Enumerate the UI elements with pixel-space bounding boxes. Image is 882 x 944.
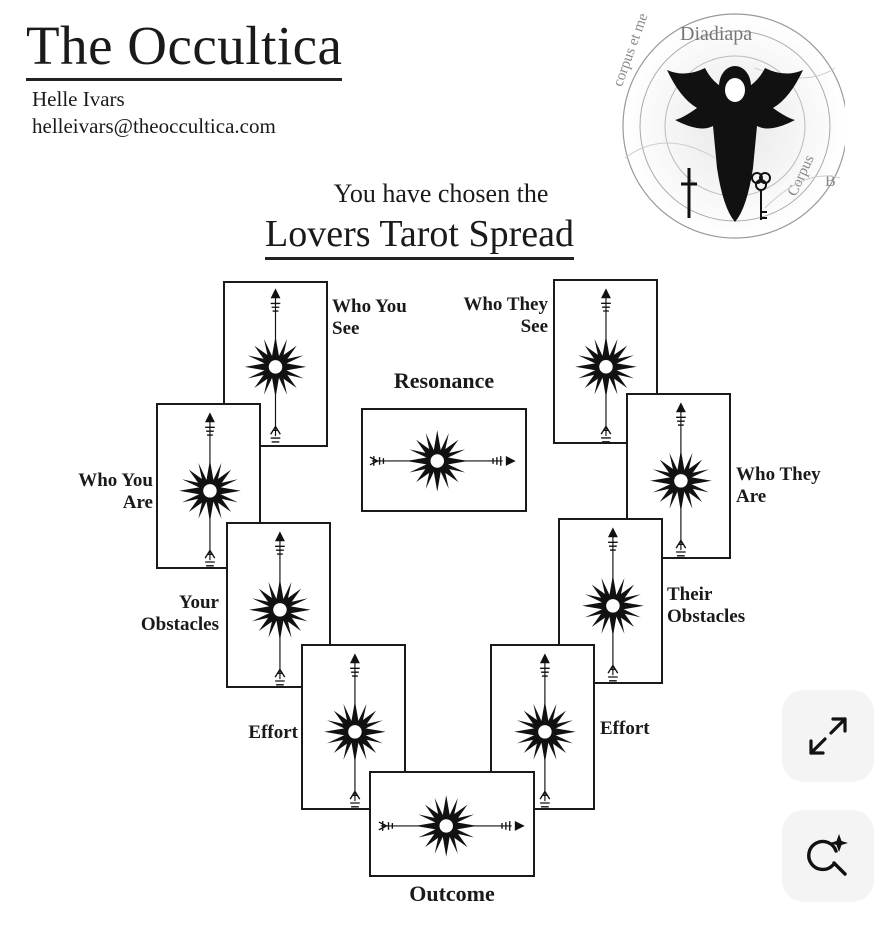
compass-star-icon xyxy=(378,795,524,857)
label-who-they-are: Who They Are xyxy=(736,464,821,507)
label-effort-right: Effort xyxy=(600,718,650,739)
spread-intro: You have chosen the xyxy=(333,179,549,208)
compass-star-icon xyxy=(369,430,515,492)
emblem-text-2: Diadiapa xyxy=(680,23,752,45)
visual-search-icon xyxy=(807,834,848,876)
brand-title: The Occultica xyxy=(26,14,343,81)
spread-title: Lovers Tarot Spread xyxy=(265,211,574,260)
label-your-obstacles: Your Obstacles xyxy=(140,592,219,635)
card-resonance xyxy=(361,408,527,512)
label-resonance: Resonance xyxy=(393,368,495,393)
label-their-obstacles: Their Obstacles xyxy=(667,584,746,627)
author-name: Helle Ivars xyxy=(32,87,125,111)
label-outcome: Outcome xyxy=(409,881,495,906)
label-who-you-are: Who You Are xyxy=(78,470,153,513)
card-outcome xyxy=(369,771,535,877)
expand-button[interactable] xyxy=(782,690,874,782)
emblem-text-4: B xyxy=(825,173,836,190)
label-who-they-see: Who They See xyxy=(463,294,548,337)
visual-search-button[interactable] xyxy=(782,810,874,902)
expand-icon xyxy=(809,717,847,755)
label-effort-left: Effort xyxy=(248,722,298,743)
author-email: helleivars@theoccultica.com xyxy=(32,114,276,138)
label-who-you-see: Who You See xyxy=(332,296,407,339)
occultica-emblem: corpus et me Diadiapa Corpus B xyxy=(605,8,848,240)
card-who-you-are xyxy=(156,403,261,569)
